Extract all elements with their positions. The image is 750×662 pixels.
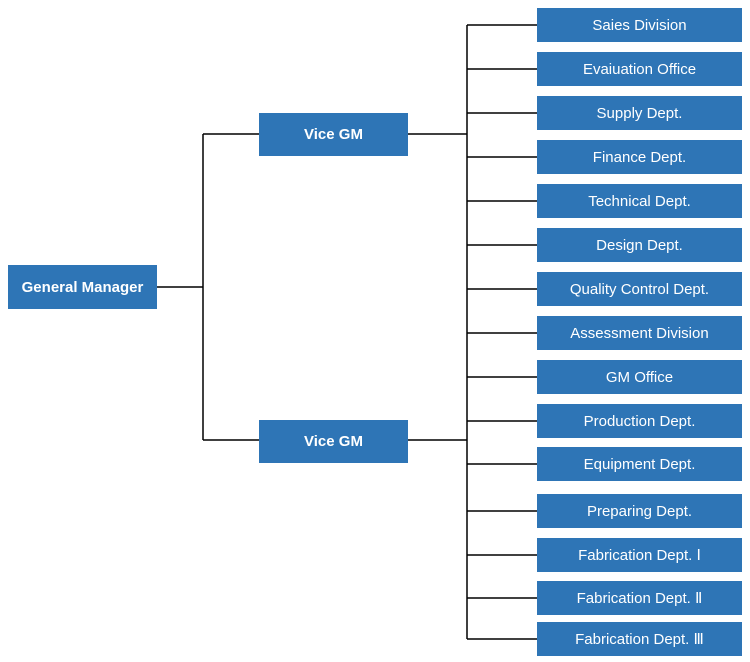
department-box: Fabrication Dept. Ⅱ <box>537 581 742 615</box>
department-box: Assessment Division <box>537 316 742 350</box>
department-box: Finance Dept. <box>537 140 742 174</box>
department-label: Finance Dept. <box>592 148 687 166</box>
vice-gm-bottom-label: Vice GM <box>304 433 363 450</box>
general-manager-box: General Manager <box>8 265 157 309</box>
vice-gm-bottom-box: Vice GM <box>259 420 408 463</box>
department-label: Technical Dept. <box>588 192 691 210</box>
department-label: Saies Division <box>592 16 687 34</box>
department-label: Fabrication Dept. Ⅰ <box>578 547 701 564</box>
department-label: Evaiuation Office <box>582 60 697 78</box>
department-box: Equipment Dept. <box>537 447 742 481</box>
department-box: Evaiuation Office <box>537 52 742 86</box>
department-box: Supply Dept. <box>537 96 742 130</box>
department-label: Quality Control Dept. <box>569 280 710 298</box>
department-label: Equipment Dept. <box>583 455 696 473</box>
department-box: Technical Dept. <box>537 184 742 218</box>
department-box: Fabrication Dept. Ⅰ <box>537 538 742 572</box>
vice-gm-top-box: Vice GM <box>259 113 408 156</box>
general-manager-label: General Manager <box>21 278 144 296</box>
department-box: Quality Control Dept. <box>537 272 742 306</box>
department-box: Fabrication Dept. Ⅲ <box>537 622 742 656</box>
department-label: GM Office <box>605 368 674 386</box>
department-label: Design Dept. <box>596 236 683 254</box>
department-box: Production Dept. <box>537 404 742 438</box>
department-label: Fabrication Dept. Ⅲ <box>575 631 704 648</box>
department-box: Preparing Dept. <box>537 494 742 528</box>
department-box: Saies Division <box>537 8 742 42</box>
department-label: Fabrication Dept. Ⅱ <box>576 590 703 607</box>
vice-gm-top-label: Vice GM <box>304 126 363 143</box>
department-label: Assessment Division <box>570 324 709 342</box>
department-label: Supply Dept. <box>596 104 683 122</box>
department-box: Design Dept. <box>537 228 742 262</box>
department-label: Preparing Dept. <box>586 502 693 520</box>
department-box: GM Office <box>537 360 742 394</box>
department-label: Production Dept. <box>583 412 696 430</box>
